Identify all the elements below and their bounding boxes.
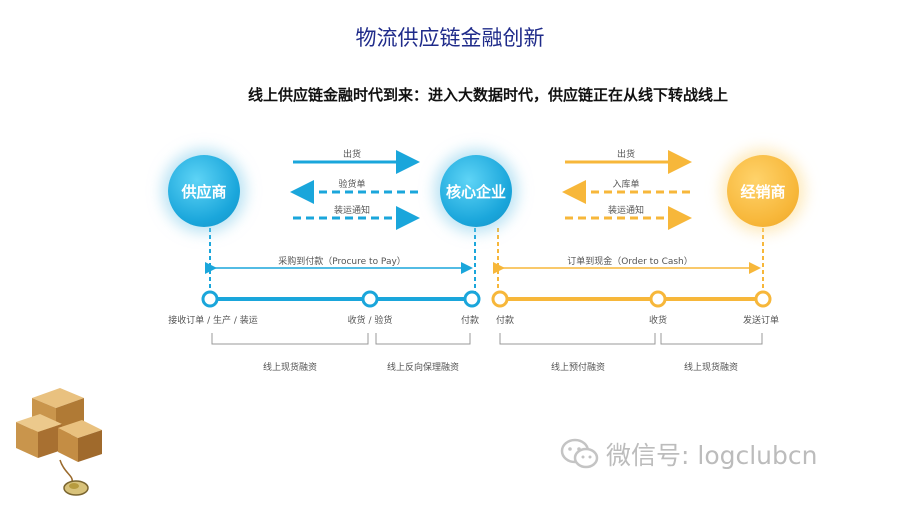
financing-label: 线上反向保理融资 [386,363,460,373]
milestone-label: 发送订单 [742,316,780,326]
bracket-spot-financing-2 [660,333,763,345]
wechat-icon [560,438,599,469]
milestone-label: 付款 [495,316,515,326]
node-distributor: 经销商 [727,155,799,227]
financing-label: 线上现货融资 [683,363,739,373]
arrow-label: 装运通知 [607,206,645,216]
bracket-reverse-factoring [375,333,471,345]
milestone-dot [361,290,379,308]
order-to-cash-label: 订单到现金（Order to Cash） [567,257,693,267]
milestone-dot [754,290,772,308]
bracket-prepay-financing [499,333,656,345]
financing-label: 线上预付融资 [550,363,606,373]
arrow-label: 装运通知 [333,206,371,216]
milestone-dot [463,290,481,308]
milestone-dot [491,290,509,308]
watermark-text: 微信号: logclubcn [606,441,818,470]
bracket-spot-financing-1 [211,333,369,345]
arrow-label: 出货 [616,150,636,160]
arrow-label: 验货单 [338,180,366,190]
milestone-dot [649,290,667,308]
node-core-enterprise: 核心企业 [440,155,512,227]
boxes-mouse-illustration [16,388,102,496]
wechat-watermark: 微信号: logclubcn [560,436,817,472]
milestone-dot [201,290,219,308]
node-supplier: 供应商 [168,155,240,227]
arrow-label: 出货 [342,150,362,160]
slide-subtitle: 线上供应链金融时代到来：进入大数据时代，供应链正在从线下转战线上 [248,86,729,104]
milestone-label: 付款 [460,316,480,326]
milestone-label: 收货 [648,316,668,326]
financing-label: 线上现货融资 [262,363,318,373]
slide-title: 物流供应链金融创新 [355,26,545,50]
procure-to-pay-label: 采购到付款（Procure to Pay） [278,257,406,267]
arrow-label: 入库单 [612,180,640,190]
milestone-label: 接收订单 / 生产 / 装运 [168,316,258,326]
milestone-label: 收货 / 验货 [347,316,393,326]
